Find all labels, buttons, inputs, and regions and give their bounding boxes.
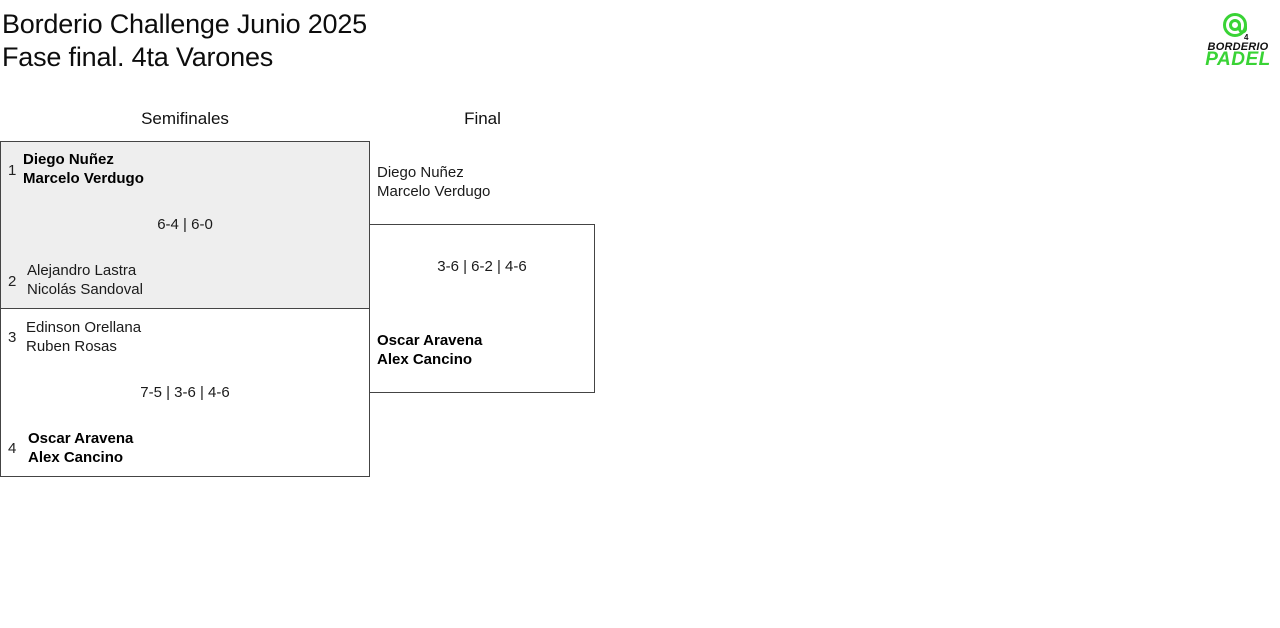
player-name: Diego Nuñez bbox=[377, 164, 464, 181]
borderio-padel-logo: 4 BORDERIO PADEL bbox=[1200, 12, 1276, 70]
semifinal-1-match[interactable]: 1 Diego Nuñez Marcelo Verdugo 6-4 | 6-0 … bbox=[0, 141, 370, 309]
player-name: Marcelo Verdugo bbox=[377, 183, 491, 200]
player-name: Diego Nuñez bbox=[23, 151, 114, 168]
player-name: Oscar Aravena bbox=[28, 430, 134, 447]
page-title: Borderio Challenge Junio 2025 Fase final… bbox=[2, 8, 367, 74]
player-name: Ruben Rosas bbox=[26, 338, 117, 355]
match-score: 3-6 | 6-2 | 4-6 bbox=[437, 258, 527, 275]
player-name: Nicolás Sandoval bbox=[27, 281, 143, 298]
svg-text:4: 4 bbox=[1244, 33, 1249, 42]
seed-number: 2 bbox=[8, 273, 17, 290]
round-title-semifinales: Semifinales bbox=[141, 109, 229, 128]
match-score: 7-5 | 3-6 | 4-6 bbox=[140, 384, 230, 401]
player-name: Marcelo Verdugo bbox=[23, 170, 144, 187]
team-pair: Alejandro Lastra Nicolás Sandoval bbox=[27, 261, 143, 299]
team-pair-winner: Diego Nuñez Marcelo Verdugo bbox=[23, 150, 144, 188]
semifinal-2-match[interactable]: 3 Edinson Orellana Ruben Rosas 7-5 | 3-6… bbox=[0, 308, 370, 477]
seed-number: 3 bbox=[8, 329, 17, 346]
final-team-winner: Oscar Aravena Alex Cancino bbox=[377, 331, 482, 369]
player-name: Oscar Aravena bbox=[377, 332, 483, 349]
seed-number: 1 bbox=[8, 162, 17, 179]
title-line-2: Fase final. 4ta Varones bbox=[2, 42, 274, 72]
team-pair: Edinson Orellana Ruben Rosas bbox=[26, 318, 141, 356]
final-match[interactable]: 3-6 | 6-2 | 4-6 Oscar Aravena Alex Canci… bbox=[369, 224, 595, 393]
at-sign-ball-icon: 4 bbox=[1223, 13, 1249, 42]
logo-text-borderio: BORDERIO bbox=[1207, 41, 1269, 53]
player-name: Alex Cancino bbox=[28, 449, 124, 466]
player-name: Edinson Orellana bbox=[26, 319, 142, 336]
final-team-top: Diego Nuñez Marcelo Verdugo bbox=[377, 163, 490, 201]
player-name: Alejandro Lastra bbox=[27, 262, 137, 279]
player-name: Alex Cancino bbox=[377, 351, 473, 368]
title-line-1: Borderio Challenge Junio 2025 bbox=[2, 9, 367, 39]
seed-number: 4 bbox=[8, 440, 17, 457]
team-pair-winner: Oscar Aravena Alex Cancino bbox=[28, 429, 133, 467]
match-score: 6-4 | 6-0 bbox=[157, 216, 213, 233]
round-title-final: Final bbox=[464, 109, 501, 128]
logo-text-padel: PADEL bbox=[1205, 49, 1271, 70]
